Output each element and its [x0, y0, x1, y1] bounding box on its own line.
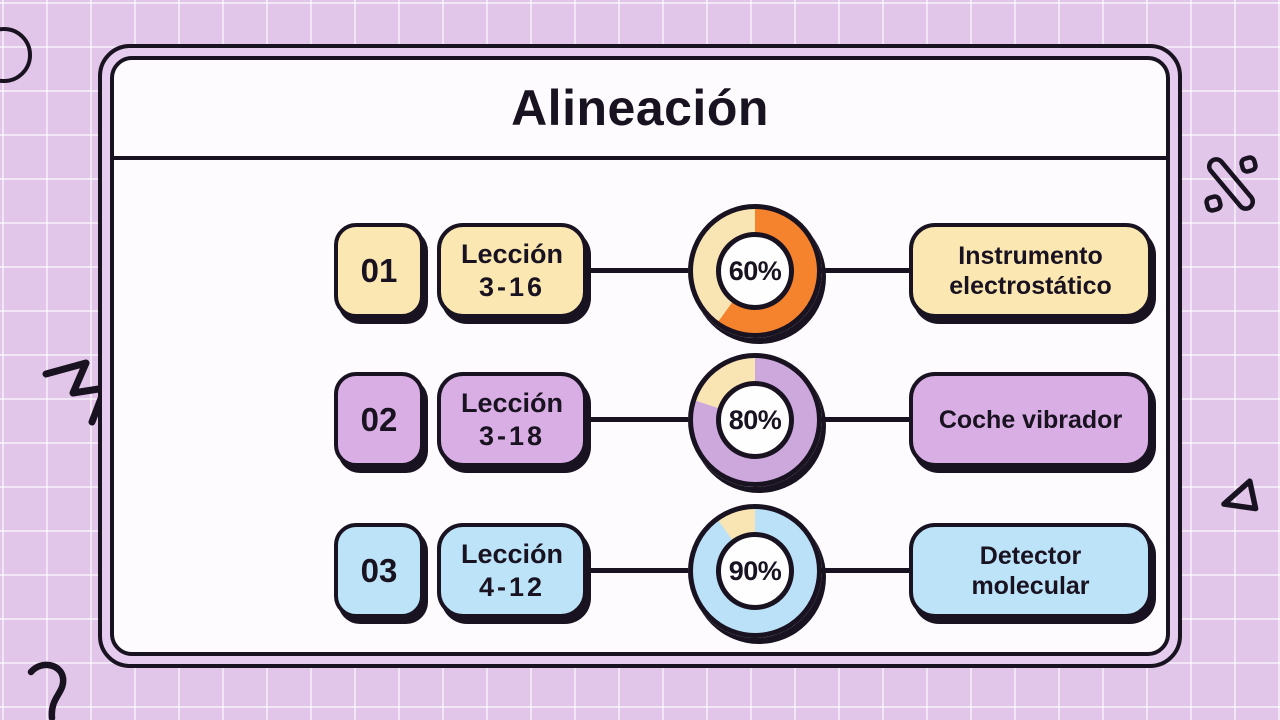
connector-line	[820, 417, 909, 422]
donut-chart: 90%	[688, 504, 822, 638]
connector-line	[587, 268, 688, 273]
result-box: Instrumento electrostático	[909, 223, 1152, 318]
step-number: 03	[360, 551, 398, 589]
connector-line	[820, 268, 909, 273]
donut-center: 90%	[716, 532, 794, 610]
result-label: Instrumento electrostático	[949, 241, 1112, 300]
title-divider	[114, 156, 1166, 160]
lesson-value: 3-18	[478, 420, 546, 451]
lesson-box: Lección 3-18	[437, 372, 587, 467]
main-card: Alineación 01 Lección 3-16 60%	[98, 44, 1182, 668]
lesson-box: Lección 4-12	[437, 523, 587, 618]
donut-chart: 60%	[688, 204, 822, 338]
alignment-row-3: 03 Lección 4-12 90% Detector molecular	[214, 504, 1166, 638]
result-label: Detector molecular	[971, 541, 1090, 600]
lesson-value: 3-16	[478, 271, 546, 302]
alignment-row-1: 01 Lección 3-16 60% Instrumento electros…	[214, 204, 1166, 338]
step-number: 01	[360, 251, 398, 289]
step-number-badge: 02	[334, 372, 424, 467]
page-title: Alineación	[511, 80, 769, 136]
donut-chart: 80%	[688, 353, 822, 487]
percent-label: 60%	[728, 255, 782, 286]
donut-center: 60%	[716, 232, 794, 310]
step-number-badge: 01	[334, 223, 424, 318]
donut-center: 80%	[716, 381, 794, 459]
triangle-icon	[1221, 478, 1259, 512]
result-box: Coche vibrador	[909, 372, 1152, 467]
circle-outline-icon	[0, 27, 32, 83]
lesson-value: 4-12	[478, 571, 546, 602]
lesson-label: Lección	[460, 539, 564, 570]
step-number: 02	[360, 400, 398, 438]
squiggle-icon	[27, 661, 67, 720]
card-inner: Alineación 01 Lección 3-16 60%	[110, 56, 1170, 656]
lesson-label: Lección	[460, 239, 564, 270]
connector-line	[587, 417, 688, 422]
connector-line	[820, 568, 909, 573]
percent-label: 80%	[728, 404, 782, 435]
connector-line	[587, 568, 688, 573]
lesson-box: Lección 3-16	[437, 223, 587, 318]
result-box: Detector molecular	[909, 523, 1152, 618]
step-number-badge: 03	[334, 523, 424, 618]
percent-label: 90%	[728, 555, 782, 586]
lesson-label: Lección	[460, 388, 564, 419]
alignment-row-2: 02 Lección 3-18 80% Coche vibrador	[214, 353, 1166, 487]
result-label: Coche vibrador	[938, 405, 1123, 434]
percent-icon	[1204, 155, 1258, 213]
